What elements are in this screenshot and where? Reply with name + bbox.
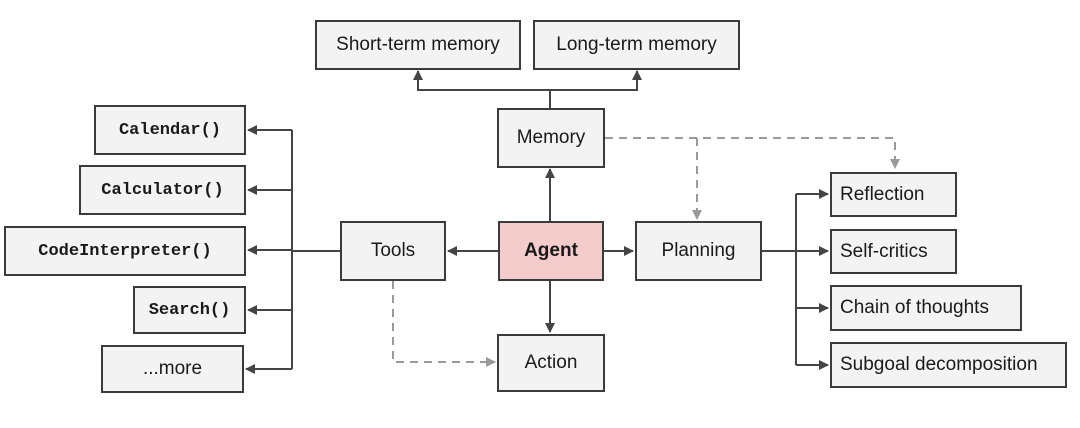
planning-node: Planning xyxy=(635,221,762,281)
edge-tools-dashed-to-action xyxy=(392,281,496,367)
edge-memory-dashed-trunk xyxy=(605,137,900,169)
memory-node: Memory xyxy=(497,108,605,168)
search-tool-node: Search() xyxy=(133,286,246,334)
tools-node: Tools xyxy=(340,221,446,281)
subgoal-decomposition-node: Subgoal decomposition xyxy=(830,342,1067,388)
edge-memory-trunk xyxy=(413,70,551,108)
self-critics-node: Self-critics xyxy=(830,229,957,274)
calendar-tool-node: Calendar() xyxy=(94,105,246,155)
long-term-memory-node: Long-term memory xyxy=(533,20,740,70)
action-node: Action xyxy=(497,334,605,392)
code-interpreter-tool-node: CodeInterpreter() xyxy=(4,226,246,276)
agent-node: Agent xyxy=(498,221,604,281)
edge-tools-bus xyxy=(291,130,340,369)
edge-planning-bus xyxy=(762,194,797,365)
calculator-tool-node: Calculator() xyxy=(79,165,246,215)
reflection-node: Reflection xyxy=(830,172,957,217)
short-term-memory-node: Short-term memory xyxy=(315,20,521,70)
more-tools-node: ...more xyxy=(101,345,244,393)
chain-of-thoughts-node: Chain of thoughts xyxy=(830,285,1022,331)
edge-memory-to-long-term xyxy=(550,70,642,91)
